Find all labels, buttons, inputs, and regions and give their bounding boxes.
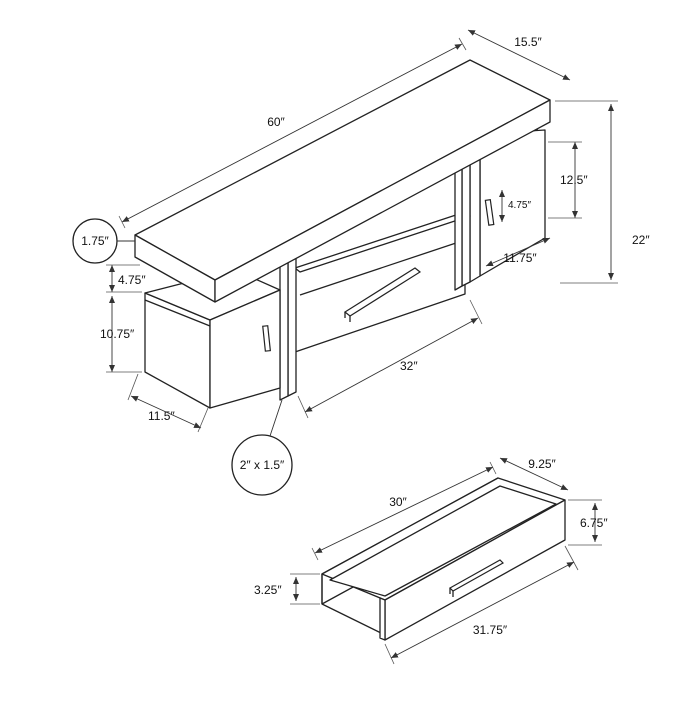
center-uprights bbox=[279, 155, 471, 401]
dim-drawer-width-label: 30″ bbox=[389, 495, 407, 509]
center-drawer bbox=[294, 211, 471, 353]
dim-drawer-side-height-label: 3.25″ bbox=[254, 583, 282, 597]
dim-drawer-front-height: 6.75″ bbox=[568, 499, 608, 546]
dim-drawer-front-height-label: 6.75″ bbox=[580, 516, 608, 530]
dim-left-height: 10.75″ bbox=[100, 296, 142, 373]
dim-left-gap: 4.75″ bbox=[106, 264, 146, 293]
dim-height-label: 22″ bbox=[632, 233, 650, 247]
dim-width: 60″ bbox=[118, 37, 467, 229]
dim-left-height-label: 10.75″ bbox=[100, 327, 135, 341]
left-door-handle bbox=[262, 325, 272, 352]
dim-drawer-depth-label: 9.25″ bbox=[528, 457, 556, 471]
dim-drawer-width: 30″ bbox=[311, 461, 497, 561]
dim-height: 22″ bbox=[555, 100, 650, 284]
dim-right-upper-label: 12.5″ bbox=[560, 173, 588, 187]
dim-top-thickness: 1.75″ bbox=[72, 218, 135, 264]
dim-right-handle: 4.75″ bbox=[499, 190, 531, 222]
leg-callout-circle bbox=[231, 434, 293, 496]
dim-center-opening: 32″ bbox=[297, 299, 483, 419]
dim-depth: 15.5″ bbox=[467, 29, 571, 81]
tv-stand bbox=[134, 59, 551, 409]
dim-drawer-front-width: 31.75″ bbox=[384, 545, 579, 665]
dim-left-depth-label: 11.5″ bbox=[148, 409, 175, 423]
dim-width-label: 60″ bbox=[267, 115, 285, 129]
dim-drawer-side-height: 3.25″ bbox=[254, 573, 320, 605]
dim-center-opening-label: 32″ bbox=[400, 359, 418, 373]
dim-left-depth: 11.5″ bbox=[127, 373, 209, 433]
dim-right-depth: 11.75″ bbox=[485, 237, 551, 267]
dim-left-gap-label: 4.75″ bbox=[118, 273, 146, 287]
dim-right-upper: 12.5″ bbox=[548, 141, 588, 219]
dim-leg-label: 2″ x 1.5″ bbox=[240, 458, 285, 472]
dim-leg: 2″ x 1.5″ bbox=[231, 399, 293, 496]
right-door-handle bbox=[484, 199, 495, 226]
dim-right-handle-label: 4.75″ bbox=[508, 200, 531, 211]
dim-right-depth-label: 11.75″ bbox=[503, 251, 537, 265]
dim-drawer-front-width-label: 31.75″ bbox=[473, 623, 508, 637]
dim-depth-label: 15.5″ bbox=[514, 35, 542, 49]
dim-top-thickness-label: 1.75″ bbox=[81, 234, 109, 248]
dim-drawer-depth: 9.25″ bbox=[499, 457, 569, 491]
drawer bbox=[321, 477, 566, 641]
